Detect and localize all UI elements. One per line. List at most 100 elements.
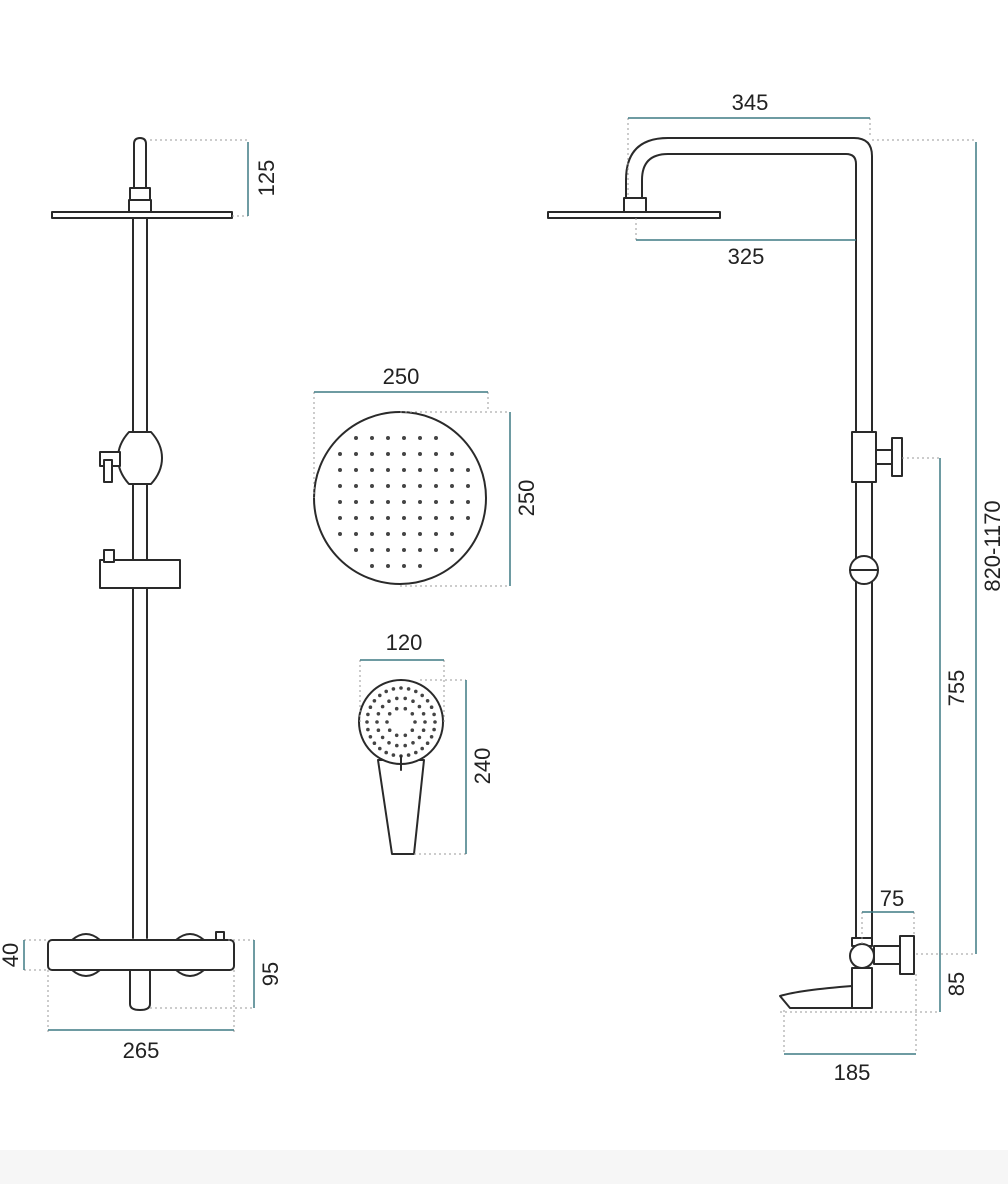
nozzle-dot (402, 436, 406, 440)
nozzle-dot (402, 532, 406, 536)
nozzle-dot (411, 699, 415, 703)
nozzle-dot (434, 500, 438, 504)
nozzle-dot (387, 712, 392, 716)
nozzle-dot (368, 735, 373, 739)
nozzle-dot (450, 468, 454, 472)
nozzle-dot (366, 712, 370, 717)
nozzle-dot (466, 516, 470, 520)
dim-left-mixer-width: 265 (123, 1038, 160, 1063)
nozzle-dot (385, 720, 389, 724)
front-mixer-knob-left (71, 933, 101, 977)
front-mixer-knob-right (175, 933, 205, 977)
nozzle-dot (434, 516, 438, 520)
nozzle-dot (413, 720, 417, 724)
nozzle-dot (402, 548, 406, 552)
nozzle-dot (395, 696, 399, 701)
nozzle-dot (395, 743, 399, 748)
nozzle-dot (394, 706, 399, 711)
nozzle-dot (386, 516, 390, 520)
nozzle-dot (384, 750, 389, 755)
dim-left-mixer-height: 95 (258, 962, 283, 986)
nozzle-dot (372, 699, 377, 703)
nozzle-dot (387, 699, 391, 703)
nozzle-dot (432, 712, 436, 717)
nozzle-dot (370, 436, 374, 440)
front-mixer-button (215, 931, 225, 941)
nozzle-dot (418, 516, 422, 520)
nozzle-dot (450, 532, 454, 536)
dim-hand-height: 240 (470, 748, 495, 785)
nozzle-dot (417, 735, 422, 740)
nozzle-dot (417, 704, 422, 709)
nozzle-dot (354, 500, 358, 504)
nozzle-dot (370, 564, 374, 568)
nozzle-dot (450, 516, 454, 520)
dim-rail-height: 755 (944, 670, 969, 707)
nozzle-dot (406, 753, 411, 757)
nozzle-dot (418, 484, 422, 488)
nozzle-dot (402, 484, 406, 488)
nozzle-dot (434, 436, 438, 440)
nozzle-dot (402, 500, 406, 504)
nozzle-dot (372, 741, 377, 745)
hand-shower-head (358, 679, 444, 765)
nozzle-dot (370, 452, 374, 456)
nozzle-dot (433, 720, 437, 724)
dim-left-head-height: 125 (254, 160, 279, 197)
nozzle-dot (410, 728, 415, 732)
front-head-connector (129, 187, 151, 201)
nozzle-dot (421, 728, 426, 732)
nozzle-dot (418, 532, 422, 536)
side-spout (779, 985, 853, 1009)
side-head-connector (623, 197, 647, 213)
front-top-stub (133, 137, 147, 189)
nozzle-dot (354, 548, 358, 552)
nozzle-dot (418, 564, 422, 568)
hand-shower-view: 120 240 (358, 630, 495, 855)
shower-head-nozzles (338, 436, 470, 568)
nozzle-dot (418, 500, 422, 504)
nozzle-dot (380, 704, 385, 709)
nozzle-dot (450, 452, 454, 456)
nozzle-dot (370, 484, 374, 488)
dim-head-width: 250 (383, 364, 420, 389)
dim-spout-height: 85 (944, 972, 969, 996)
nozzle-dot (338, 452, 342, 456)
nozzle-dot (386, 532, 390, 536)
nozzle-dot (402, 452, 406, 456)
nozzle-dot (370, 532, 374, 536)
nozzle-dot (402, 468, 406, 472)
front-spout (129, 969, 151, 1011)
nozzle-dot (450, 484, 454, 488)
nozzle-dot (425, 699, 430, 703)
nozzle-dot (414, 750, 418, 755)
hand-shower-nozzles (365, 686, 437, 758)
dim-total-height: 820-1170 (980, 500, 1005, 591)
side-spout-base (851, 967, 873, 1009)
side-diverter-body (851, 431, 877, 483)
dim-top-arm-inner: 325 (728, 244, 765, 269)
nozzle-dot (391, 687, 396, 691)
nozzle-dot (338, 532, 342, 536)
hand-shower-handle (377, 759, 425, 855)
nozzle-dot (399, 686, 403, 690)
nozzle-dot (403, 696, 408, 701)
nozzle-dot (386, 436, 390, 440)
side-view: 345 325 820-1170 755 85 75 185 (547, 90, 1005, 1085)
front-diverter-body (117, 431, 163, 485)
nozzle-dot (378, 746, 382, 751)
dim-spout-reach: 185 (834, 1060, 871, 1085)
nozzle-dot (368, 705, 373, 709)
nozzle-dot (386, 468, 390, 472)
nozzle-dot (370, 500, 374, 504)
nozzle-dot (429, 705, 434, 709)
nozzle-dot (378, 693, 382, 698)
nozzle-dot (418, 468, 422, 472)
nozzle-dot (418, 452, 422, 456)
nozzle-dot (403, 743, 408, 748)
nozzle-dot (450, 548, 454, 552)
dim-valve-offset: 75 (880, 886, 904, 911)
nozzle-dot (434, 452, 438, 456)
nozzle-dot (394, 733, 399, 738)
